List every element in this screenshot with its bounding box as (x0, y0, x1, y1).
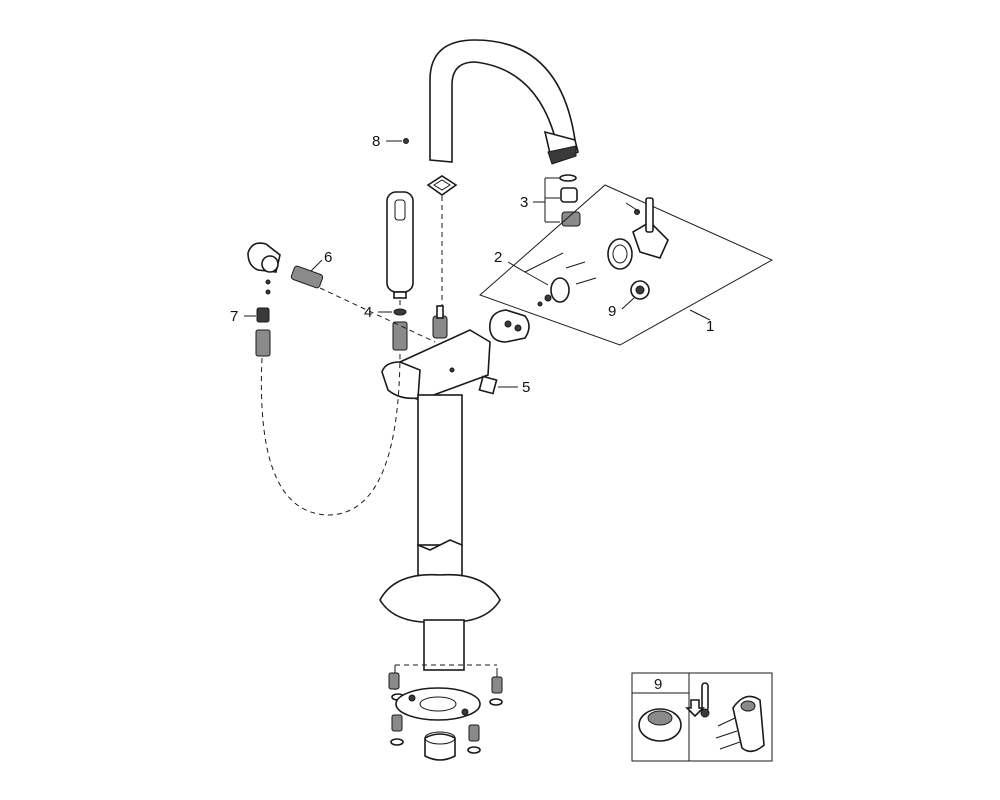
hose-fitting (255, 329, 271, 357)
aerator-insert (560, 187, 578, 203)
elbow-outlet (247, 242, 281, 273)
mounting-plate (395, 687, 481, 721)
shower-hose (260, 349, 401, 516)
callout-8: 8 (372, 133, 409, 150)
cartridge-icon (638, 708, 682, 742)
screw-d (468, 724, 480, 742)
callout-7: 7 (230, 307, 271, 357)
callout-2: 2 (494, 249, 597, 307)
riser-pipe (417, 394, 463, 601)
callout-8-label: 8 (372, 133, 380, 150)
spout (429, 39, 579, 165)
callout-1-label: 1 (706, 318, 714, 335)
callout-3: 3 (520, 174, 581, 227)
lever-handle-icon (715, 695, 765, 753)
hose-nut (256, 307, 270, 323)
hose-connector (392, 321, 408, 351)
hose-adapter (290, 265, 324, 289)
spout-gasket (426, 175, 458, 196)
callout-6-label: 6 (324, 249, 332, 266)
inset-panel: 9 (631, 672, 773, 762)
callout-3-label: 3 (520, 194, 528, 211)
lever-handle (625, 197, 669, 259)
hand-shower (386, 191, 414, 299)
down-arrow-icon (685, 699, 705, 718)
callout-2-label: 2 (494, 249, 502, 266)
callout-9-label: 9 (608, 303, 616, 320)
screw-c (391, 714, 403, 732)
screw-2 (575, 277, 597, 285)
screw-a (388, 672, 400, 690)
aerator-housing (561, 211, 581, 227)
callout-7-label: 7 (230, 308, 238, 325)
screw-b (491, 676, 503, 694)
set-screw-icon (403, 138, 409, 144)
base-flange (379, 573, 501, 671)
mixer-body (381, 305, 491, 401)
threaded-sleeve (424, 733, 456, 761)
thermometer-icon (700, 682, 710, 718)
inset-part-label: 9 (654, 676, 662, 693)
handle-escutcheon (607, 238, 633, 270)
callout-4-label: 4 (364, 304, 372, 321)
plug-cap (478, 375, 498, 395)
callout-6: 6 (290, 249, 332, 289)
callout-5: 5 (478, 375, 530, 396)
cartridge (489, 309, 530, 343)
callout-5-label: 5 (522, 379, 530, 396)
floor-mounting-set (388, 664, 503, 761)
aerator-washer (559, 174, 577, 182)
bonnet-nut (550, 277, 570, 303)
callout-4: 4 (364, 304, 408, 351)
callout-9: 9 (608, 297, 635, 320)
cartridge-adapter (630, 280, 650, 300)
screw-1 (565, 261, 586, 269)
hose-washer (393, 308, 407, 316)
callout-1: 1 (479, 184, 774, 346)
